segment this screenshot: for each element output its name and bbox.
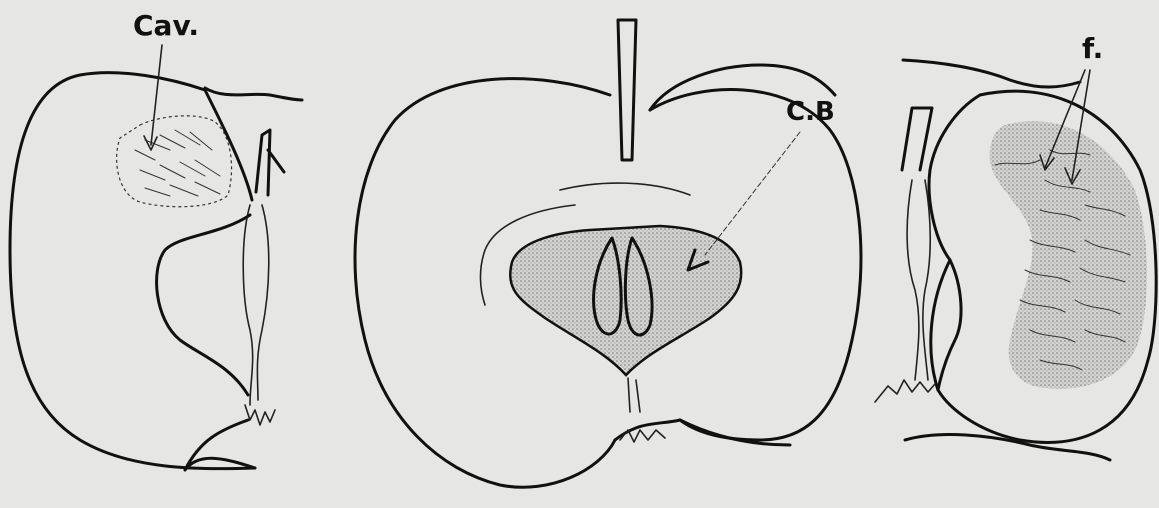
left-apple-outline <box>10 73 255 469</box>
cavity-texture <box>135 130 220 196</box>
right-apple-top-edge <box>903 60 1080 87</box>
center-apple-top-arc <box>560 183 690 195</box>
core-breakdown-label: C.B <box>786 97 835 127</box>
left-apple-calyx <box>245 405 275 425</box>
left-apple-bottom-edge <box>185 420 255 470</box>
left-apple-section: Cav. <box>10 9 302 470</box>
center-apple-calyx <box>620 430 665 442</box>
right-apple-stem <box>902 108 932 170</box>
right-apple-core-line <box>907 180 930 380</box>
right-apple-inner-curve <box>929 95 980 390</box>
cavity-outline <box>117 116 232 207</box>
cavity-arrow <box>144 45 162 150</box>
center-apple-section: C.B <box>355 20 861 487</box>
fissure-label: f. <box>1082 32 1103 65</box>
left-apple-stem <box>256 130 284 195</box>
right-apple-calyx <box>875 380 935 402</box>
cavity-label: Cav. <box>133 9 199 42</box>
center-core-stem <box>628 378 640 412</box>
left-apple-carpel <box>157 215 250 395</box>
core-breakdown-leader <box>705 132 800 255</box>
fissure-area <box>990 121 1147 389</box>
right-apple-section: f. <box>875 32 1156 460</box>
left-apple-top-edge <box>205 88 302 100</box>
center-apple-stem <box>618 20 636 160</box>
left-apple-core-line <box>243 205 269 405</box>
